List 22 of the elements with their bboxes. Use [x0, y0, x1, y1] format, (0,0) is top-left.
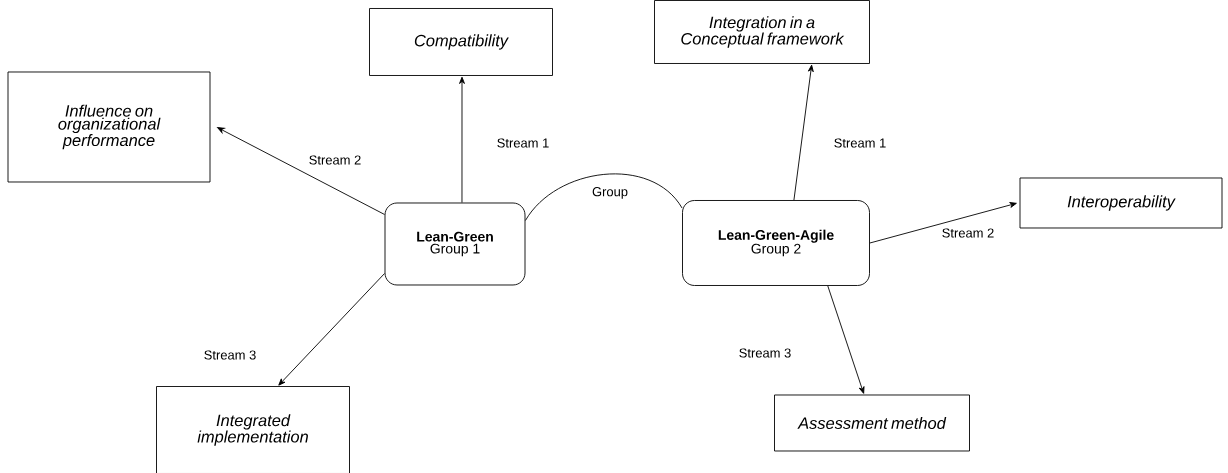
group-box: Lean-Green-Agile Group 2 [682, 200, 870, 286]
topic-box: Compatibility [369, 8, 553, 76]
arrow [459, 76, 465, 203]
topic-box: Integrated implementation [156, 386, 350, 473]
topic-box: Interoperability [1019, 177, 1223, 229]
connector-line [525, 173, 683, 221]
edge-label: Stream 2 [307, 153, 363, 167]
edge-label: Stream 1 [495, 136, 551, 150]
arrow [869, 202, 1017, 244]
edge-label: Stream 1 [832, 136, 888, 150]
arrow [827, 285, 865, 394]
arrow [793, 64, 814, 201]
topic-box: Assessment method [774, 394, 970, 452]
topic-box: Integration in a Conceptual framework [654, 0, 870, 64]
arrow [217, 127, 385, 215]
edge-label: Group [590, 185, 630, 201]
edge-label: Stream 2 [940, 226, 996, 240]
edge-label: Stream 3 [202, 348, 258, 362]
arrow [278, 273, 385, 386]
group-box: Lean-Green Group 1 [384, 202, 526, 286]
topic-box: Influence on organizational performance [7, 71, 211, 183]
edge-label: Stream 3 [737, 346, 793, 360]
